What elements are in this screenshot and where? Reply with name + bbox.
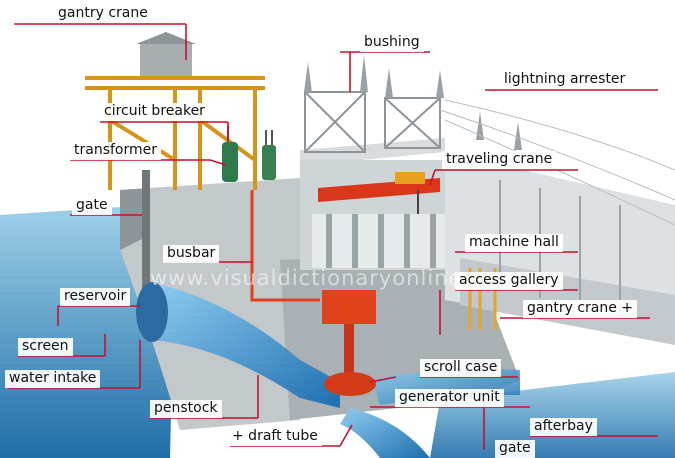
hall-columns — [326, 214, 436, 268]
label-gantry-crane-right: gantry crane + — [523, 300, 638, 318]
label-scroll-case: scroll case — [420, 359, 502, 377]
label-access-gallery: access gallery — [455, 272, 563, 290]
label-penstock: penstock — [150, 400, 222, 418]
label-bushing: bushing — [360, 34, 424, 52]
label-draft-tube: + draft tube — [228, 428, 322, 446]
generator-rotor — [322, 290, 376, 324]
label-generator-unit: generator unit — [395, 389, 504, 407]
traveling-crane-trolley — [395, 172, 425, 184]
label-gate-bottom: gate — [495, 440, 535, 458]
penstock-pipe — [150, 282, 340, 408]
label-water-intake: water intake — [5, 370, 101, 388]
gantry-cab-roof — [136, 32, 196, 44]
arrester-spires — [304, 55, 522, 150]
power-lines — [439, 99, 675, 226]
draft-tube — [340, 408, 430, 458]
gantry-cab — [140, 42, 192, 76]
turbine-runner — [324, 372, 376, 396]
busbar-riser — [250, 190, 320, 302]
label-leaders — [8, 23, 658, 450]
label-machine-hall: machine hall — [465, 234, 563, 252]
transformer-body-1 — [222, 142, 238, 182]
intake-mouth — [136, 282, 168, 342]
generator-shaft — [344, 324, 354, 374]
label-circuit-breaker: circuit breaker — [100, 103, 209, 121]
label-gate-left: gate — [72, 197, 112, 215]
intake-gate — [142, 170, 150, 290]
switchyard — [304, 91, 441, 153]
transformer-body-2 — [262, 145, 276, 180]
label-transformer: transformer — [70, 142, 162, 160]
label-lightning-arrester: lightning arrester — [500, 71, 630, 89]
label-busbar: busbar — [163, 245, 220, 263]
label-afterbay: afterbay — [530, 418, 597, 436]
label-screen: screen — [18, 338, 73, 356]
label-traveling-crane: traveling crane — [442, 151, 557, 169]
powerhouse-roof — [300, 138, 445, 166]
label-gantry-crane-top: gantry crane — [54, 5, 152, 23]
label-reservoir: reservoir — [60, 288, 131, 306]
